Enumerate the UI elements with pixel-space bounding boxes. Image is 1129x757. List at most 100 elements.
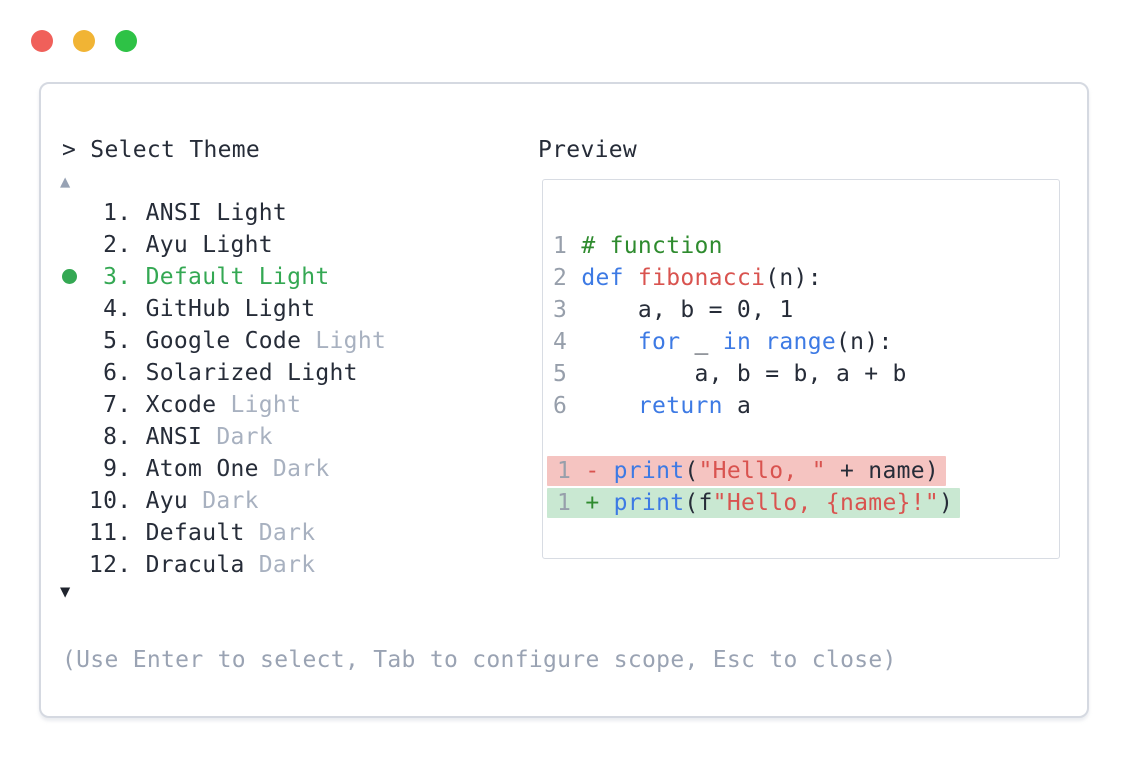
diff-line-added: 1 + print(f"Hello, {name}!") <box>547 488 961 518</box>
theme-item-name: Google Code <box>131 328 302 354</box>
zoom-button[interactable] <box>115 30 137 52</box>
code-token: ( <box>684 458 699 484</box>
code-token <box>581 329 638 355</box>
theme-list-item[interactable]: 3. Default Light <box>62 261 386 293</box>
code-token: def <box>581 265 624 291</box>
code-token: range <box>765 329 837 355</box>
theme-item-name: Default <box>131 520 245 546</box>
code-line: 3 a, b = 0, 1 <box>543 294 1059 326</box>
theme-item-suffix: Dark <box>244 520 316 546</box>
code-token: + name) <box>825 458 940 484</box>
theme-item-number: 1. <box>89 200 132 226</box>
theme-item-name: Ayu Light <box>131 232 273 258</box>
scroll-down-icon[interactable]: ▼ <box>60 582 71 602</box>
close-button[interactable] <box>31 30 53 52</box>
theme-item-suffix: Light <box>216 392 302 418</box>
code-token: a <box>722 393 752 419</box>
code-token <box>751 329 765 355</box>
theme-list-item[interactable]: 7. Xcode Light <box>89 389 386 421</box>
theme-item-name: Ayu <box>131 488 189 514</box>
diff-plus-sign: + <box>585 490 600 516</box>
code-line: 2 def fibonacci(n): <box>543 262 1059 294</box>
line-number: 5 <box>553 361 568 387</box>
scroll-up-icon[interactable]: ▲ <box>60 172 71 192</box>
theme-item-number: 10. <box>89 488 132 514</box>
code-token: "Hello, " <box>698 458 826 484</box>
code-token: fibonacci <box>637 265 766 291</box>
window-controls <box>31 30 137 52</box>
theme-list: 1. ANSI Light 2. Ayu Light 3. Default Li… <box>62 197 386 581</box>
code-line: 4 for _ in range(n): <box>543 326 1059 358</box>
theme-item-suffix: Dark <box>188 488 259 514</box>
code-token: return <box>637 393 723 419</box>
theme-item-suffix: Dark <box>202 424 273 450</box>
diff-line-removed: 1 - print("Hello, " + name) <box>547 456 947 486</box>
code-token: (n): <box>765 265 822 291</box>
theme-item-name: Atom One <box>131 456 259 482</box>
theme-item-number: 3. <box>89 264 132 290</box>
theme-list-item[interactable]: 5. Google Code Light <box>89 325 386 357</box>
theme-list-item[interactable]: 6. Solarized Light <box>89 357 386 389</box>
theme-item-suffix: Dark <box>244 552 316 578</box>
theme-list-item[interactable]: 4. GitHub Light <box>89 293 386 325</box>
theme-item-name: GitHub Light <box>131 296 316 322</box>
theme-item-name: Dracula <box>131 552 245 578</box>
code-line: 5 a, b = b, a + b <box>543 358 1059 390</box>
code-token: "Hello, {name}!" <box>712 490 940 516</box>
line-number: 4 <box>553 329 568 355</box>
theme-list-item[interactable]: 9. Atom One Dark <box>89 453 386 485</box>
theme-item-number: 6. <box>89 360 132 386</box>
code-line: 1 # function <box>543 230 1059 262</box>
selected-item-bullet-icon <box>62 269 77 284</box>
line-number: 1 <box>557 490 572 516</box>
theme-item-name: Solarized Light <box>131 360 358 386</box>
theme-item-number: 4. <box>89 296 132 322</box>
theme-item-number: 7. <box>89 392 132 418</box>
line-number: 6 <box>553 393 568 419</box>
preview-label: Preview <box>538 137 638 163</box>
line-number: 2 <box>553 265 568 291</box>
code-token <box>581 393 638 419</box>
theme-list-item[interactable]: 2. Ayu Light <box>89 229 386 261</box>
code-token: _ <box>680 329 723 355</box>
theme-item-name: ANSI Light <box>131 200 288 226</box>
line-number: 1 <box>553 233 568 259</box>
theme-item-number: 12. <box>89 552 132 578</box>
diff-minus-sign: - <box>585 458 600 484</box>
theme-list-item[interactable]: 11. Default Dark <box>89 517 386 549</box>
theme-list-item[interactable]: 12. Dracula Dark <box>89 549 386 581</box>
theme-item-number: 9. <box>89 456 132 482</box>
theme-list-item[interactable]: 10. Ayu Dark <box>89 485 386 517</box>
code-token <box>624 265 638 291</box>
code-token: print <box>613 490 685 516</box>
code-token: print <box>613 458 685 484</box>
theme-item-name: Xcode <box>131 392 217 418</box>
theme-item-number: 8. <box>89 424 132 450</box>
code-token: a, b = b, a + b <box>581 361 907 387</box>
theme-list-item[interactable]: 8. ANSI Dark <box>89 421 386 453</box>
code-token: in <box>722 329 752 355</box>
code-token: for <box>637 329 681 355</box>
code-token: # function <box>581 233 723 259</box>
code-line <box>543 422 1059 454</box>
theme-item-number: 5. <box>89 328 132 354</box>
code-line: 6 return a <box>543 390 1059 422</box>
theme-list-item[interactable]: 1. ANSI Light <box>89 197 386 229</box>
keyboard-help-text: (Use Enter to select, Tab to configure s… <box>62 647 897 673</box>
theme-item-suffix: Light <box>301 328 387 354</box>
code-token: ) <box>939 490 954 516</box>
code-token: a, b = 0, 1 <box>581 297 794 323</box>
line-number: 3 <box>553 297 568 323</box>
theme-item-suffix: Dark <box>258 456 330 482</box>
code-token: (n): <box>836 329 893 355</box>
line-number: 1 <box>557 458 572 484</box>
minimize-button[interactable] <box>73 30 95 52</box>
theme-item-name: Default Light <box>131 264 330 290</box>
theme-item-number: 2. <box>89 232 132 258</box>
theme-item-number: 11. <box>89 520 132 546</box>
select-theme-prompt: > Select Theme <box>62 137 261 163</box>
theme-picker-panel: > Select Theme ▲ 1. ANSI Light 2. Ayu Li… <box>39 82 1089 718</box>
code-token: (f <box>684 490 713 516</box>
